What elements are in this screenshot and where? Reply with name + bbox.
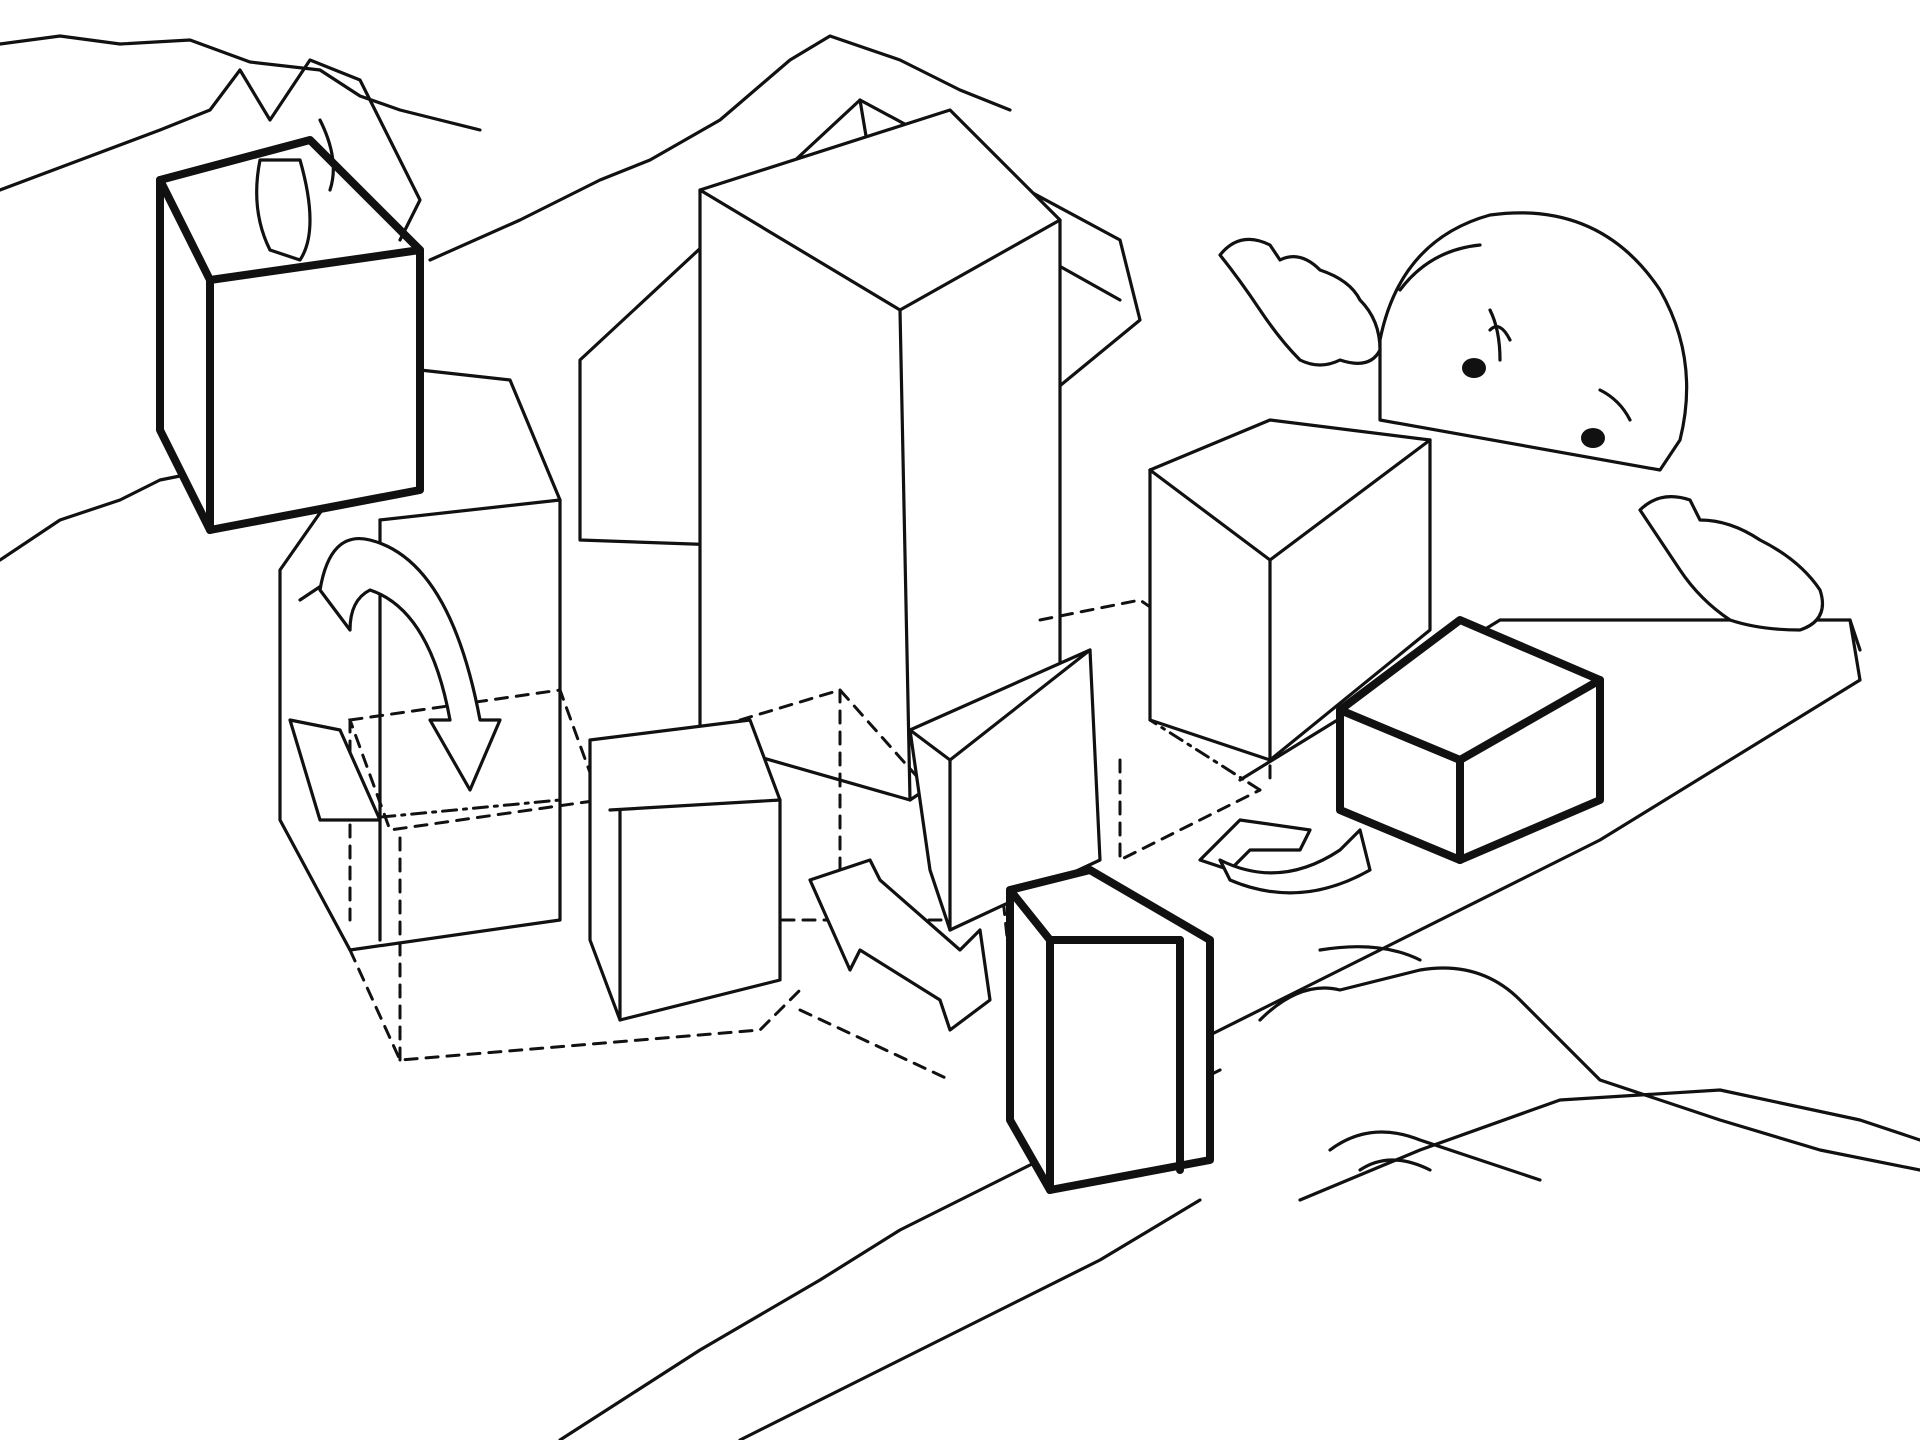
- bold-cube-right: [1336, 616, 1604, 864]
- child-peeking: [1378, 211, 1689, 472]
- curved-arrow: [288, 537, 502, 822]
- child-eye-right: [1581, 428, 1605, 448]
- held-cube: [156, 136, 424, 534]
- base-slab: [1198, 618, 1862, 1042]
- straight-arrow: [808, 858, 992, 1032]
- bottom-hand: [1258, 945, 1920, 1182]
- middle-small-block: [588, 718, 782, 1022]
- holding-hand: [0, 58, 422, 262]
- child-hands: [1218, 237, 1825, 632]
- right-block: [1148, 418, 1432, 762]
- bold-cube-front: [1006, 866, 1214, 1194]
- child-eye-left: [1462, 358, 1486, 378]
- rotation-arrows: [1198, 818, 1372, 895]
